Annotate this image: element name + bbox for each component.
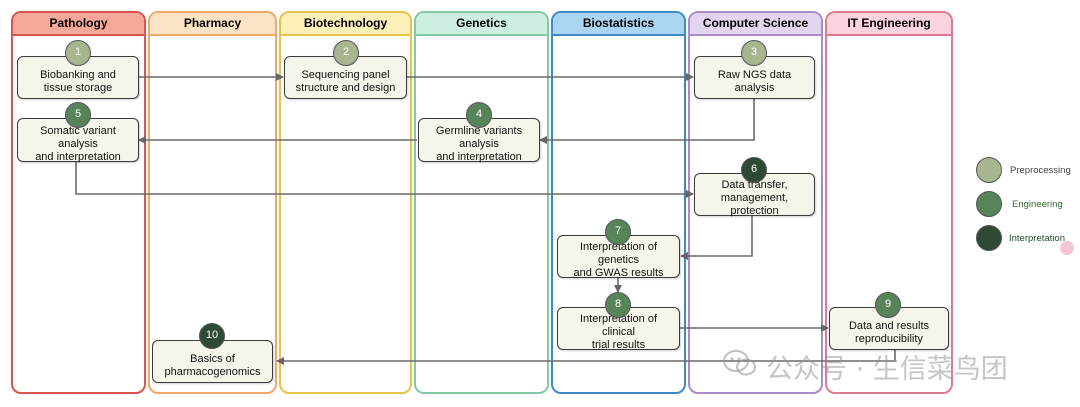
lane-header-it-engineering: IT Engineering <box>827 13 951 36</box>
step-8-line2: trial results <box>591 339 646 351</box>
step-10-badge: 10 <box>199 323 225 349</box>
step-6-line1: Data transfer, <box>721 179 788 191</box>
step-5-badge: 5 <box>65 102 91 128</box>
lane-header-pharmacy: Pharmacy <box>150 13 275 36</box>
step-3-line1: Raw NGS data analysis <box>717 68 792 94</box>
step-8-badge: 8 <box>605 292 631 318</box>
step-7-line1: Interpretation of genetics <box>579 241 658 266</box>
step-1-line2: tissue storage <box>43 81 113 94</box>
wechat-icon <box>723 350 756 376</box>
legend-engineering-label: Engineering <box>1012 199 1063 210</box>
step-8-line1: Interpretation of clinical <box>579 313 658 338</box>
step-2-line2: structure and design <box>295 81 396 94</box>
legend-engineering-dot <box>976 191 1002 217</box>
step-9-line2: reproducibility <box>855 332 923 345</box>
step-9-line1: Data and results <box>848 319 930 332</box>
step-7-line2: and GWAS results <box>573 267 664 279</box>
edge-marker-icon <box>1060 241 1074 255</box>
step-6-badge: 6 <box>741 157 767 183</box>
step-10-line2: pharmacogenomics <box>164 365 261 378</box>
step-2-line1: Sequencing panel <box>301 68 390 81</box>
watermark-text: 公众号 · 生信菜鸟团 <box>766 354 1008 385</box>
step-2-badge: 2 <box>333 40 359 66</box>
lane-header-genetics: Genetics <box>416 13 547 36</box>
legend-interpretation-dot <box>976 225 1002 251</box>
step-3-badge: 3 <box>741 40 767 66</box>
step-1-line1: Biobanking and <box>40 68 116 81</box>
lane-header-computer-science: Computer Science <box>690 13 821 36</box>
step-4-line1: Germline variants analysis <box>435 124 523 150</box>
step-10-line1: Basics of <box>190 352 235 365</box>
lane-header-pathology: Pathology <box>13 13 144 36</box>
step-6-line2: management, protection <box>720 192 789 217</box>
step-4-line2: and interpretation <box>436 150 522 163</box>
legend-interpretation-label: Interpretation <box>1009 233 1065 244</box>
step-5-line2: and interpretation <box>35 150 121 163</box>
lane-header-biotechnology: Biotechnology <box>281 13 410 36</box>
lane-header-biostatistics: Biostatistics <box>553 13 684 36</box>
step-9-badge: 9 <box>875 292 901 318</box>
step-7-badge: 7 <box>605 219 631 245</box>
step-3-box[interactable]: Raw NGS data analysis <box>694 56 815 99</box>
step-5-line1: Somatic variant analysis <box>40 124 116 150</box>
legend-preprocessing-dot <box>976 157 1002 183</box>
step-4-badge: 4 <box>466 102 492 128</box>
step-6-box[interactable]: Data transfer,management, protection <box>694 173 815 217</box>
lane-genetics: Genetics <box>414 11 549 394</box>
legend-preprocessing-label: Preprocessing <box>1010 165 1071 176</box>
step-1-badge: 1 <box>65 40 91 66</box>
